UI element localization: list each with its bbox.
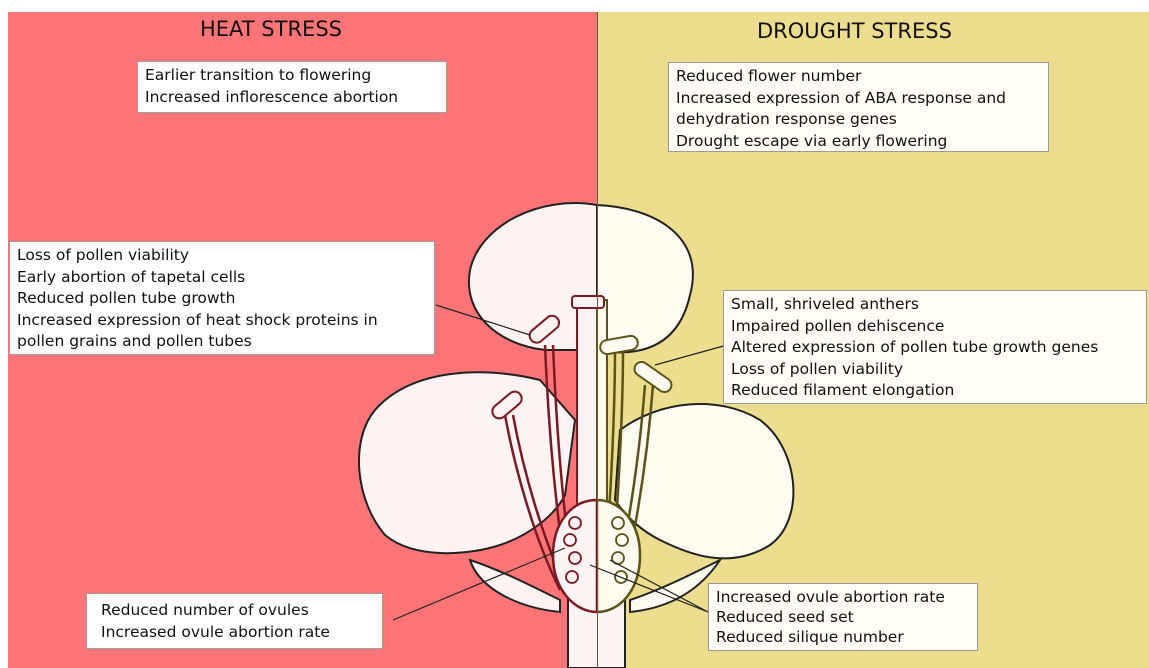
heat-pollen-box: Loss of pollen viability Early abortion …: [9, 241, 435, 355]
text-line: pollen grains and pollen tubes: [17, 331, 427, 353]
text-line: Drought escape via early flowering: [676, 131, 1041, 153]
text-line: Reduced number of ovules: [101, 600, 375, 622]
text-line: Loss of pollen viability: [731, 359, 1139, 381]
text-line: Loss of pollen viability: [17, 245, 427, 267]
text-line: Increased expression of ABA response and: [676, 88, 1041, 110]
text-line: Reduced flower number: [676, 66, 1041, 88]
text-line: Reduced silique number: [716, 627, 970, 647]
stigma: [572, 296, 604, 308]
right-anthers: [599, 335, 674, 395]
drought-stress-title: DROUGHT STRESS: [757, 19, 952, 43]
text-line: Impaired pollen dehiscence: [731, 316, 1139, 338]
heat-stress-title: HEAT STRESS: [200, 17, 342, 41]
text-line: Increased inflorescence abortion: [145, 87, 439, 109]
text-line: dehydration response genes: [676, 109, 1041, 131]
text-line: Earlier transition to flowering: [145, 65, 439, 87]
heat-flowering-box: Earlier transition to flowering Increase…: [137, 61, 447, 113]
left-sepal: [470, 560, 560, 612]
text-line: Reduced filament elongation: [731, 380, 1139, 402]
text-line: Increased expression of heat shock prote…: [17, 310, 427, 332]
text-line: Altered expression of pollen tube growth…: [731, 337, 1139, 359]
drought-flowering-box: Reduced flower number Increased expressi…: [668, 62, 1049, 152]
panel-divider: [597, 12, 598, 668]
text-line: Increased ovule abortion rate: [716, 587, 970, 607]
drought-anthers-box: Small, shriveled anthers Impaired pollen…: [723, 290, 1147, 404]
heat-ovules-box: Reduced number of ovules Increased ovule…: [86, 593, 383, 649]
top-petal-right: [597, 205, 693, 352]
text-line: Reduced pollen tube growth: [17, 288, 427, 310]
text-line: Early abortion of tapetal cells: [17, 267, 427, 289]
drought-seeds-box: Increased ovule abortion rate Reduced se…: [708, 583, 978, 651]
text-line: Reduced seed set: [716, 607, 970, 627]
text-line: Small, shriveled anthers: [731, 294, 1139, 316]
text-line: Increased ovule abortion rate: [101, 622, 375, 644]
